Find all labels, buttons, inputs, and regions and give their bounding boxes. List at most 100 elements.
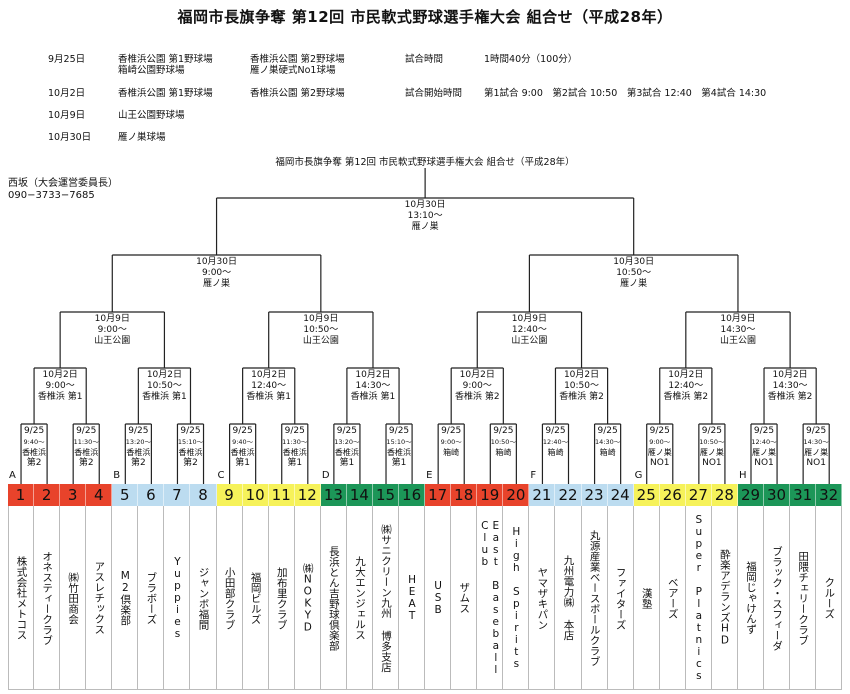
match-time: 9:00～ [440,438,462,446]
team-name: ㈱竹田商会 [67,571,80,625]
schedule-venue: 雁ノ巣球場 [118,132,166,143]
team-name: 長浜とん吉野球倶楽部 [327,545,340,651]
team-name: ファイターズ [614,566,627,630]
match-venue: 香椎浜 第2 [663,392,709,402]
team-number-cell: 1 [8,484,35,506]
team-number-cell: 11 [268,484,295,506]
team-name: 九州電力㈱ 本店 [562,555,575,641]
match-field: NO1 [806,458,826,468]
match-venue: 箱崎 [547,448,564,457]
match-date: 9/25 [232,426,253,436]
match-venue: 香椎浜 [334,448,359,457]
match-time: 12:40～ [542,438,569,446]
team-name-cell: ファイターズ [608,506,634,690]
team-name-cell: M2倶楽部 [112,506,139,690]
match-date: 9/25 [597,426,618,436]
match-date: 9/25 [649,426,670,436]
match-venue: 香椎浜 [282,448,307,457]
match-venue: 山王公園 [94,336,131,346]
team-name-cell: ザムス [451,506,478,690]
team-number-cell: 26 [659,484,686,506]
match-date: 9/25 [545,426,566,436]
schedule-venue: 香椎浜公園 第1野球場 [118,88,213,99]
match-time: 12:40～ [751,438,777,446]
match-venue: 箱崎 [495,448,512,457]
match-date: 9/25 [388,426,410,436]
team-name-cell: ヤマザキパン [529,506,556,690]
match-venue: 香椎浜 第2 [454,392,500,402]
team-number-cell: 21 [529,484,556,506]
match-date: 9/25 [23,426,45,436]
match-venue: 山王公園 [511,336,548,346]
schedule-date: 10月30日 [48,132,92,143]
team-name-cell: 酔楽アデランズHD [712,506,738,690]
divider [8,689,842,690]
match-time: 10:50～ [616,268,652,278]
team-name: クルーズ [823,577,836,619]
team-number-cell: 31 [790,484,817,506]
team-name: 酔楽アデランズHD [718,549,731,647]
team-name: High Spirits [510,526,523,670]
match-time: 13:20～ [334,438,360,446]
team-name: Super Platnics [692,514,705,682]
match-date: 9/25 [701,426,722,436]
match-venue: 山王公園 [302,336,339,346]
team-number-cell: 3 [60,484,87,506]
match-venue: 雁ノ巣 [411,222,439,232]
team-name: ザムス [458,582,471,614]
contact: 西坂（大会運営委員長） 090−3733−7685 [8,178,118,202]
team-number-cell: 17 [425,484,452,506]
match-venue: 香椎浜 [74,448,99,457]
team-number-cell: 22 [555,484,582,506]
team-number-cell: 5 [112,484,139,506]
team-name: ブラック・スフィーダ [771,545,784,651]
team-name-cell: 漢塾 [634,506,660,690]
match-time: 9:00～ [97,325,127,335]
match-time: 11:30～ [282,438,308,446]
team-name: M2倶楽部 [119,570,132,626]
team-name: 小田部クラブ [223,566,236,630]
team-name-cell: 福岡じゃけんず [738,506,765,690]
match-date: 10月9日 [511,314,547,324]
team-name: Yuppies [171,556,184,640]
team-name-cell: 九州電力㈱ 本店 [555,506,582,690]
team-name-cell: 福岡ビルズ [243,506,269,690]
match-venue: 雁ノ巣 [699,448,724,457]
match-venue: 香椎浜 [22,448,47,457]
team-name-cell: ブラック・スフィーダ [764,506,791,690]
match-time: 12:40～ [668,381,704,391]
team-number-cell: 28 [711,484,738,506]
schedule-date: 10月2日 [48,88,86,99]
match-date: 10月2日 [668,370,704,380]
match-venue: 箱崎 [599,448,616,457]
match-venue: 箱崎 [443,448,460,457]
match-date: 9/25 [76,426,97,436]
team-name: 株式会社メトコス [15,556,28,640]
team-number-cell: 24 [607,484,634,506]
match-time: 10:50～ [490,438,516,446]
team-name: 加布里クラブ [275,566,288,630]
team-name-cell: Super Platnics [686,506,712,690]
match-time: 10:50～ [699,438,725,446]
team-name-cell: 株式会社メトコス [8,506,35,690]
team-name: USB [432,580,445,616]
match-time: 14:30～ [772,381,808,391]
match-time: 11:30～ [73,438,99,446]
match-time: 15:10～ [177,438,204,446]
match-date: 10月2日 [772,370,808,380]
team-number-cell: 23 [581,484,608,506]
match-time: 14:30～ [594,438,621,446]
match-date: 10月30日 [404,200,446,210]
team-number-cell: 8 [190,484,217,506]
